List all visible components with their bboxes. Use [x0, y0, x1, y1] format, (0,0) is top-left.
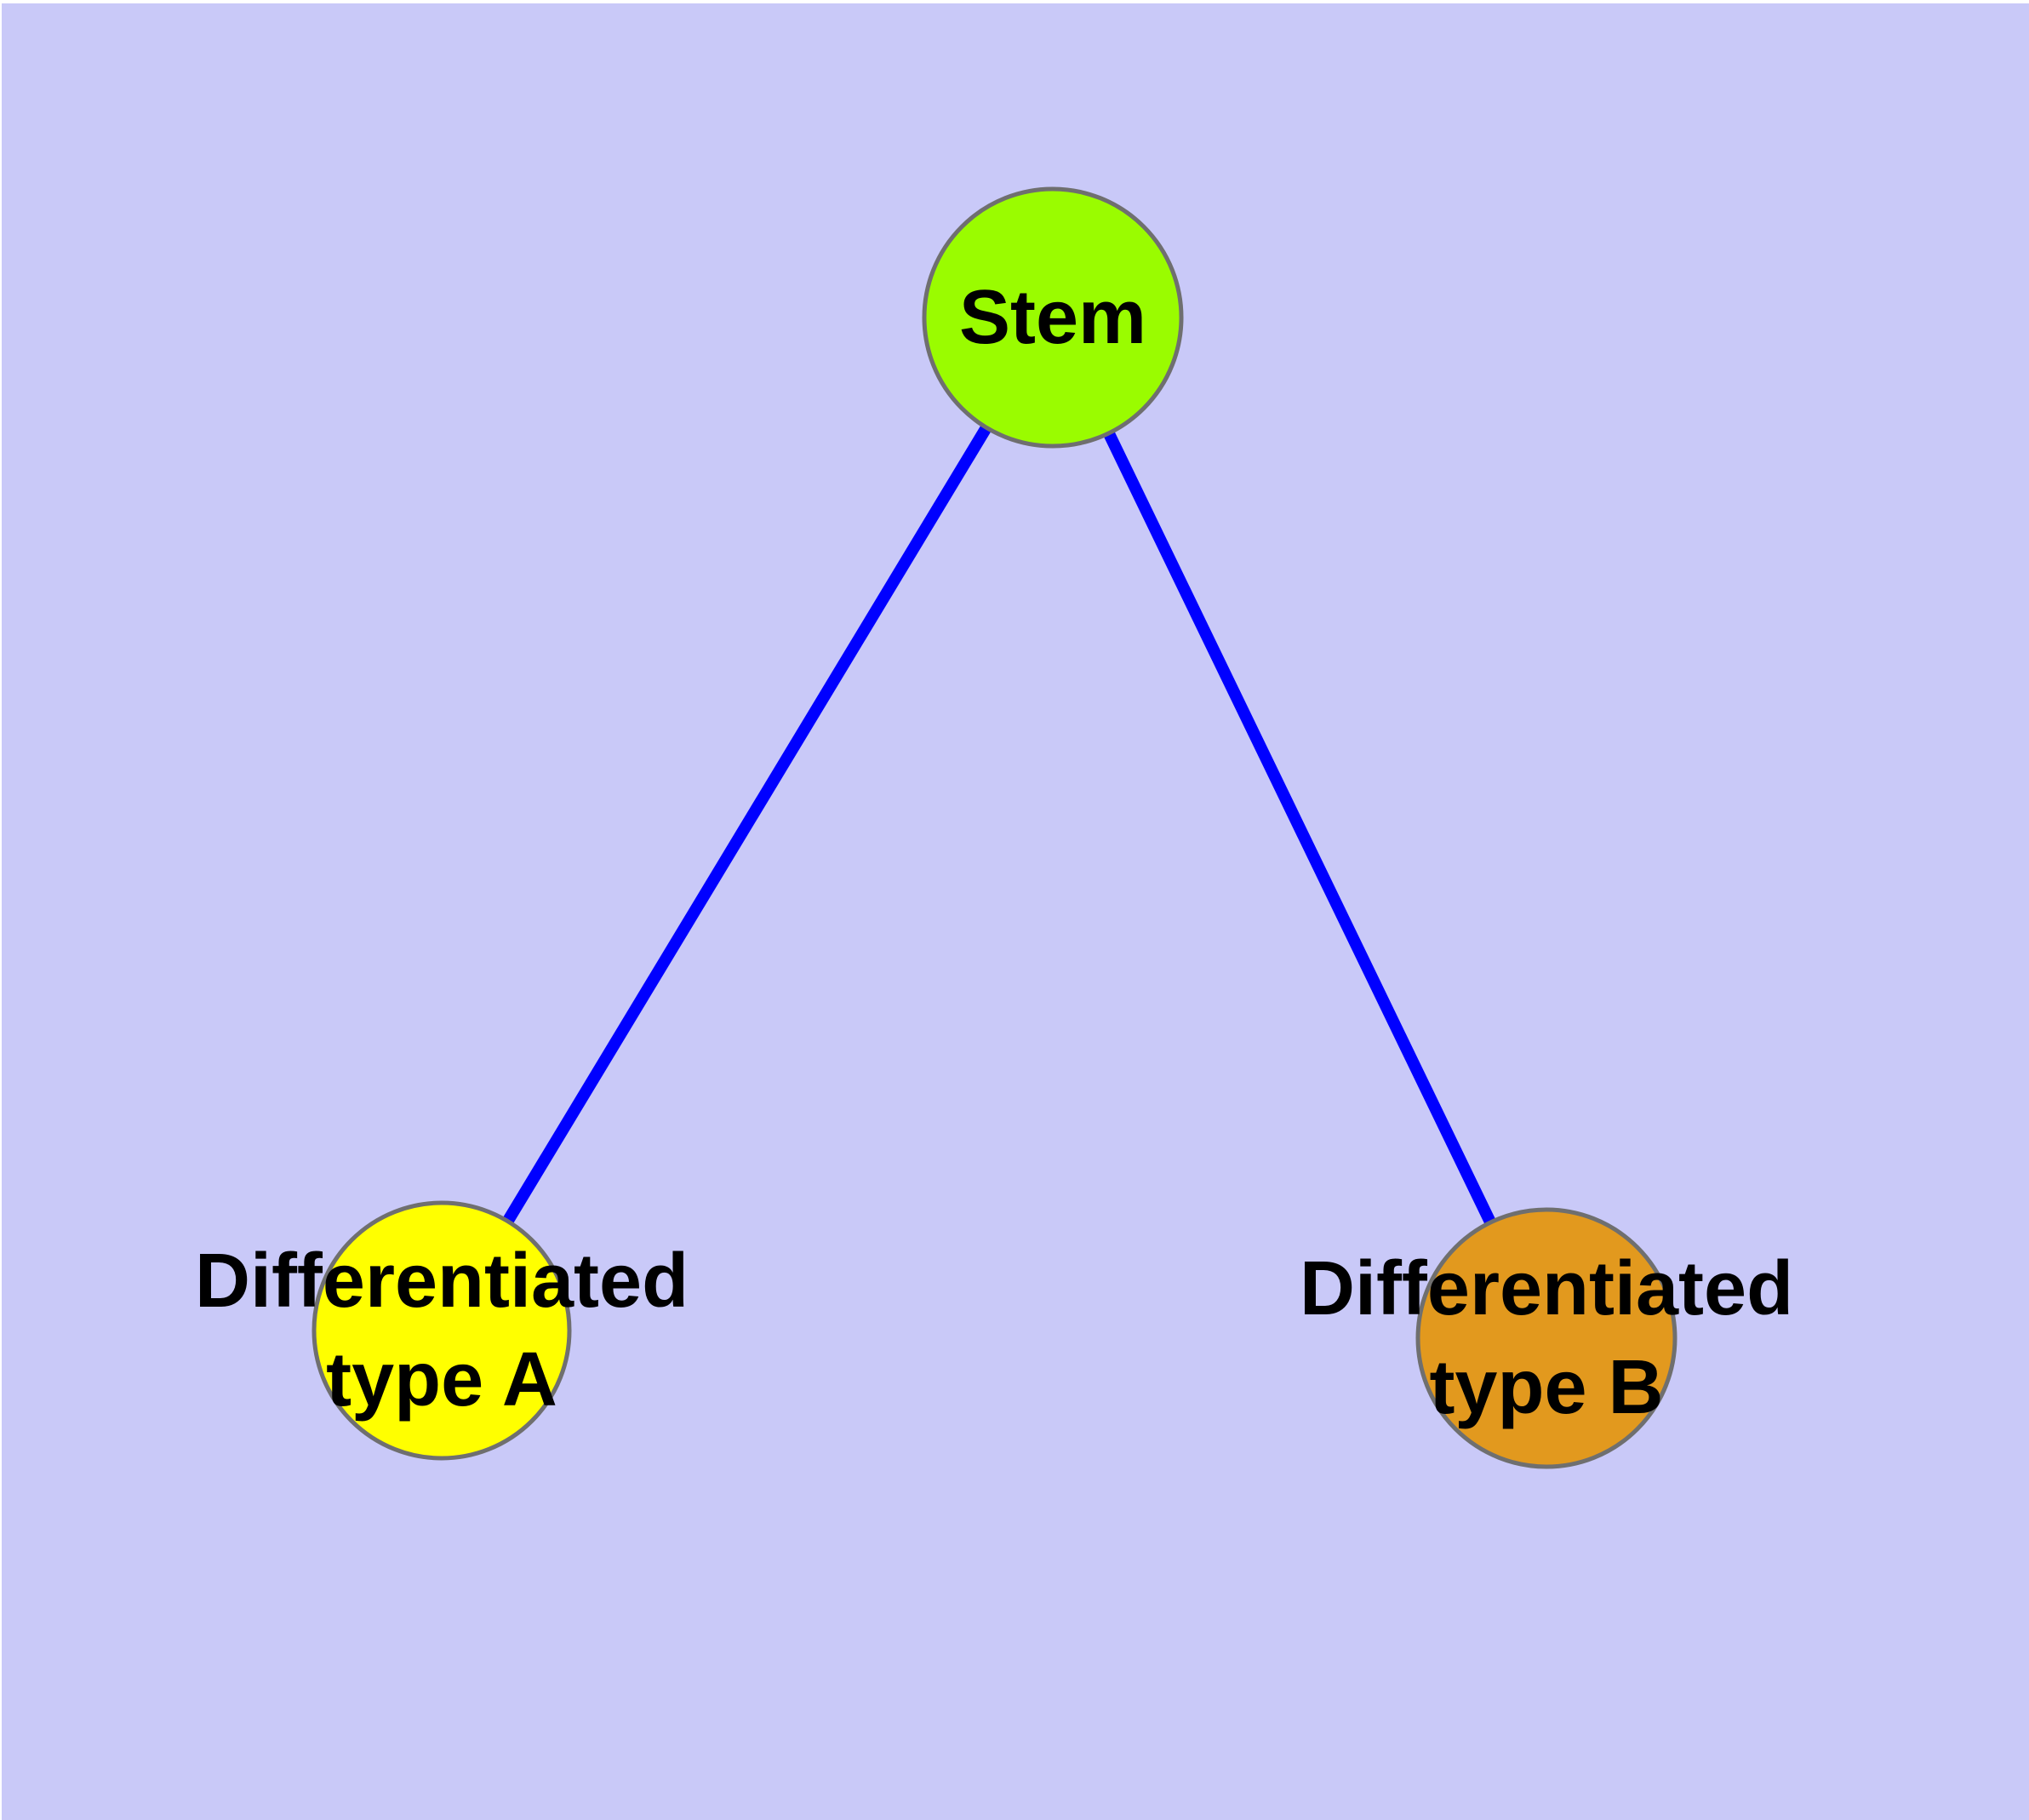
edge-stem-to-type-a: [437, 314, 1058, 1334]
node-circle-type-a: [311, 1200, 572, 1461]
node-circle-type-b: [1415, 1207, 1677, 1469]
edge-stem-to-type-b: [1047, 314, 1552, 1342]
node-circle-stem: [922, 186, 1184, 449]
